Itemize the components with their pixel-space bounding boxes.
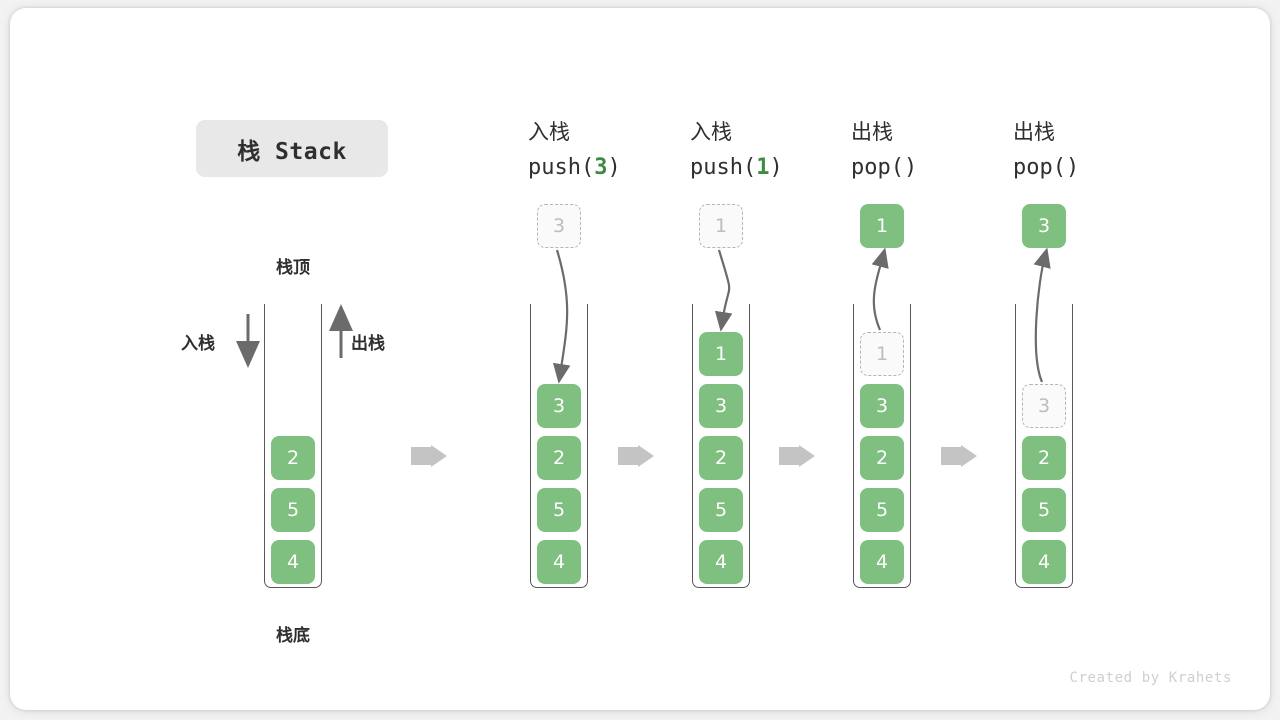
stack-cell: 2 bbox=[860, 436, 904, 480]
stack-cell: 3 bbox=[1022, 384, 1066, 428]
stack-top-label: 栈顶 bbox=[276, 258, 310, 278]
step-transition-arrow bbox=[411, 445, 447, 467]
reference-stack-cell: 2 bbox=[271, 436, 315, 480]
step-operation-code: push(3) bbox=[528, 150, 678, 186]
step-header: 出栈 pop() bbox=[851, 114, 1001, 186]
title-text: 栈 Stack bbox=[237, 138, 347, 165]
stack-cell: 2 bbox=[1022, 436, 1066, 480]
stack-cell: 1 bbox=[699, 332, 743, 376]
step-stack-frame bbox=[692, 304, 750, 588]
code-prefix: push( bbox=[690, 155, 757, 180]
stack-cell: 5 bbox=[860, 488, 904, 532]
reference-stack-frame bbox=[264, 304, 322, 588]
popped-value: 3 bbox=[1022, 204, 1066, 248]
stack-cell: 5 bbox=[537, 488, 581, 532]
code-suffix: ) bbox=[769, 155, 783, 180]
stack-cell: 4 bbox=[537, 540, 581, 584]
push-direction-label: 入栈 bbox=[181, 334, 215, 354]
step-header: 入栈 push(3) bbox=[528, 114, 678, 186]
step-operation-label: 出栈 bbox=[1013, 120, 1055, 144]
step-operation-label: 入栈 bbox=[528, 120, 570, 144]
pending-push-value: 3 bbox=[537, 204, 581, 248]
stack-cell: 2 bbox=[699, 436, 743, 480]
credit-text: Created by Krahets bbox=[1069, 670, 1232, 686]
step-transition-arrow bbox=[618, 445, 654, 467]
stack-cell: 5 bbox=[1022, 488, 1066, 532]
step-operation-code: pop() bbox=[851, 150, 1001, 186]
popped-value: 1 bbox=[860, 204, 904, 248]
code-argument: 1 bbox=[756, 155, 770, 180]
code-suffix: ) bbox=[607, 155, 621, 180]
step-operation-label: 入栈 bbox=[690, 120, 732, 144]
stack-cell: 4 bbox=[860, 540, 904, 584]
step-operation-code: pop() bbox=[1013, 150, 1163, 186]
code-suffix: ) bbox=[1065, 155, 1080, 180]
step-header: 出栈 pop() bbox=[1013, 114, 1163, 186]
pop-direction-label: 出栈 bbox=[351, 334, 385, 354]
stack-bottom-label: 栈底 bbox=[276, 626, 310, 646]
stack-cell: 3 bbox=[699, 384, 743, 428]
step-stack-frame bbox=[853, 304, 911, 588]
stack-cell: 4 bbox=[1022, 540, 1066, 584]
step-transition-arrow bbox=[779, 445, 815, 467]
code-prefix: push( bbox=[528, 155, 595, 180]
stack-cell: 1 bbox=[860, 332, 904, 376]
step-transition-arrow bbox=[941, 445, 977, 467]
step-header: 入栈 push(1) bbox=[690, 114, 840, 186]
code-prefix: pop( bbox=[1013, 155, 1066, 180]
stack-cell: 3 bbox=[860, 384, 904, 428]
title-badge: 栈 Stack bbox=[196, 120, 388, 177]
stack-cell: 3 bbox=[537, 384, 581, 428]
step-stack-frame bbox=[1015, 304, 1073, 588]
stack-cell: 2 bbox=[537, 436, 581, 480]
stack-cell: 5 bbox=[699, 488, 743, 532]
stack-cell: 4 bbox=[699, 540, 743, 584]
step-operation-code: push(1) bbox=[690, 150, 840, 186]
reference-stack-cell: 5 bbox=[271, 488, 315, 532]
code-suffix: ) bbox=[903, 155, 918, 180]
code-argument: 3 bbox=[594, 155, 608, 180]
reference-stack-cell: 4 bbox=[271, 540, 315, 584]
code-prefix: pop( bbox=[851, 155, 904, 180]
pending-push-value: 1 bbox=[699, 204, 743, 248]
step-operation-label: 出栈 bbox=[851, 120, 893, 144]
step-stack-frame bbox=[530, 304, 588, 588]
